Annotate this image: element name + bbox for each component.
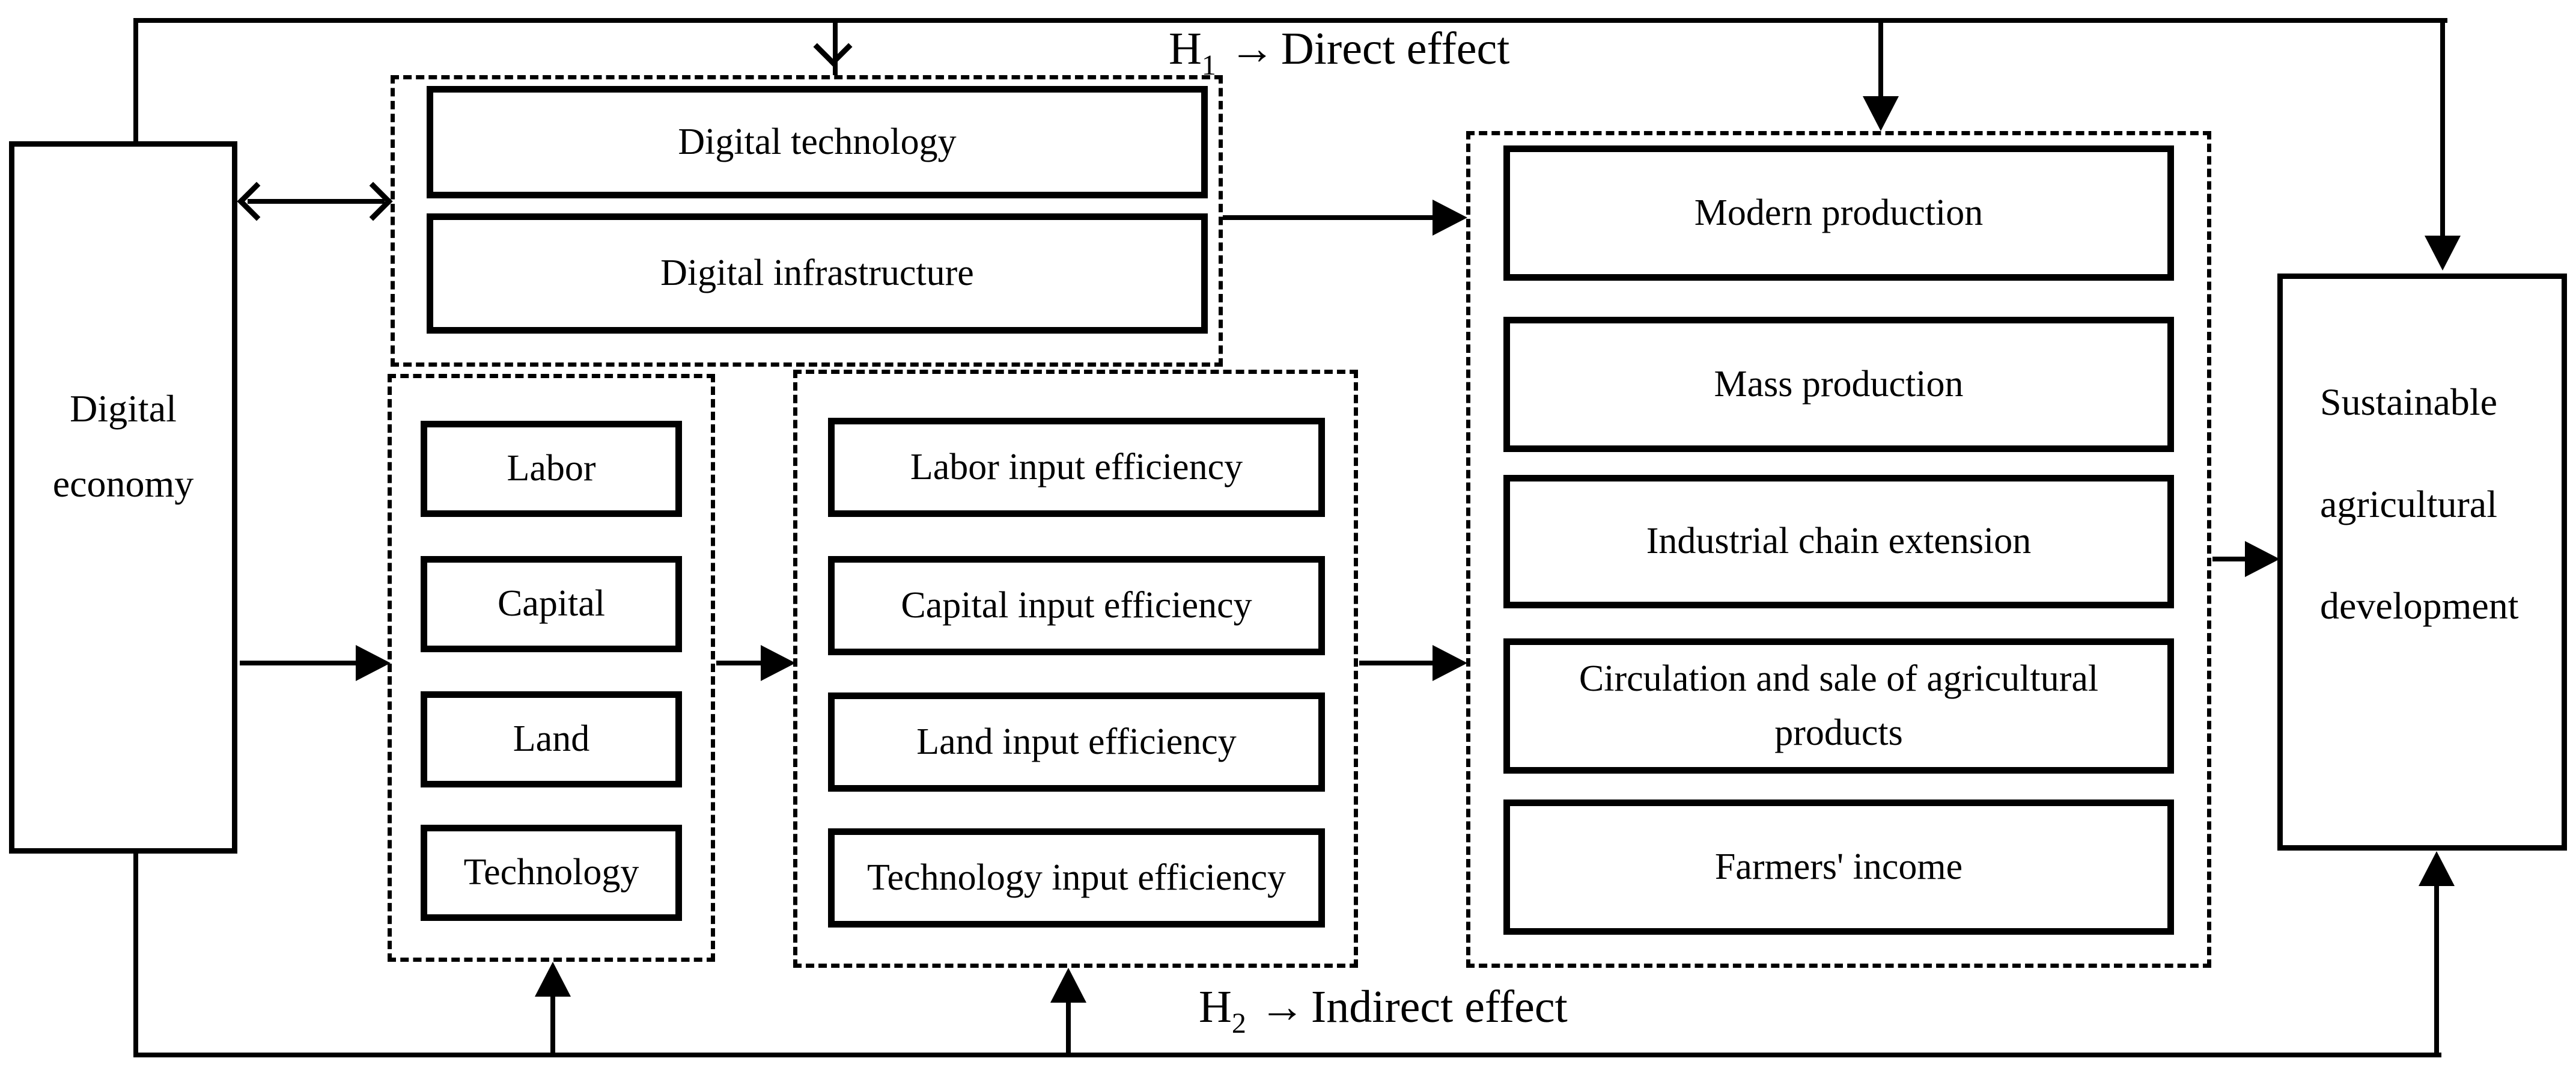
node-sustainable-development: Sustainable agricultural development <box>2277 274 2567 851</box>
node-mass-production: Mass production <box>1503 317 2174 452</box>
node-modern-production: Modern production <box>1503 145 2174 281</box>
node-farmers-income: Farmers' income <box>1503 799 2174 935</box>
node-digital-technology: Digital technology <box>427 86 1208 198</box>
node-labor-input-efficiency: Labor input efficiency <box>828 418 1325 517</box>
arrowhead-left-icon <box>237 182 276 221</box>
arrow-outcomes-to-sustainable-line <box>2212 557 2249 561</box>
arrowhead-right-icon <box>1433 200 1467 236</box>
node-labor: Labor <box>421 421 682 517</box>
arrowhead-right-icon <box>356 645 391 681</box>
arrowhead-right-icon <box>353 182 393 221</box>
top-frame-line <box>133 18 2447 23</box>
arrow-bottom-into-sustainable-line <box>2434 885 2439 1055</box>
arrowhead-down-icon <box>1863 96 1899 131</box>
node-circulation-and-sale: Circulation and sale of agricultural pro… <box>1503 638 2174 774</box>
node-technology: Technology <box>421 825 682 921</box>
arrow-top-into-sustainable-line <box>2440 18 2445 237</box>
h2-symbol: H <box>1199 982 1232 1032</box>
hypothesis-h2-label: H2 →Indirect effect <box>1199 981 1568 1040</box>
node-technology-input-efficiency: Technology input efficiency <box>828 828 1325 928</box>
arrow-bottom-into-efficiency-group-line <box>1066 999 1071 1055</box>
arrowhead-right-icon <box>2245 541 2280 577</box>
double-arrow-economy-digital-group-line <box>248 199 385 204</box>
h2-subscript: 2 <box>1231 1007 1246 1039</box>
hypothesis-h1-label: H1→Direct effect <box>1169 23 1509 82</box>
h1-symbol: H <box>1169 23 1202 74</box>
node-capital-input-efficiency: Capital input efficiency <box>828 556 1325 655</box>
arrowhead-up-icon <box>2419 851 2455 886</box>
arrowhead-up-icon <box>535 962 571 997</box>
group-agricultural-outcomes <box>1466 131 2211 968</box>
node-capital: Capital <box>421 556 682 652</box>
node-land: Land <box>421 691 682 787</box>
group-digital-mediators <box>391 75 1223 367</box>
arrowhead-right-icon <box>1433 645 1467 681</box>
bottom-left-drop-line <box>133 851 138 1057</box>
arrow-top-into-outcome-group-line <box>1878 18 1883 99</box>
arrowhead-down-icon <box>813 27 853 67</box>
h1-text: Direct effect <box>1280 23 1510 74</box>
arrow-top-into-digital-group-line <box>833 18 838 75</box>
arrowhead-up-icon <box>1050 968 1086 1003</box>
arrow-bottom-into-factor-group-line <box>550 993 555 1055</box>
node-digital-infrastructure: Digital infrastructure <box>427 213 1208 334</box>
h2-text: Indirect effect <box>1311 982 1568 1032</box>
node-industrial-chain-extension: Industrial chain extension <box>1503 475 2174 608</box>
node-digital-economy: Digital economy <box>9 141 237 854</box>
top-left-drop-line <box>133 18 138 145</box>
arrow-factors-to-efficiency-line <box>716 661 763 665</box>
h1-arrow-icon: → <box>1229 23 1275 74</box>
group-production-factors <box>388 374 715 962</box>
bottom-frame-line <box>133 1053 2441 1057</box>
arrow-economy-to-factors-line <box>240 661 358 665</box>
arrowhead-down-icon <box>2425 236 2461 271</box>
arrow-digital-group-to-outcomes-line <box>1223 215 1434 220</box>
arrow-efficiency-to-outcomes-line <box>1359 661 1435 665</box>
h2-arrow-icon: → <box>1259 982 1305 1032</box>
node-land-input-efficiency: Land input efficiency <box>828 692 1325 792</box>
arrowhead-right-icon <box>761 645 796 681</box>
group-input-efficiency <box>793 370 1358 968</box>
